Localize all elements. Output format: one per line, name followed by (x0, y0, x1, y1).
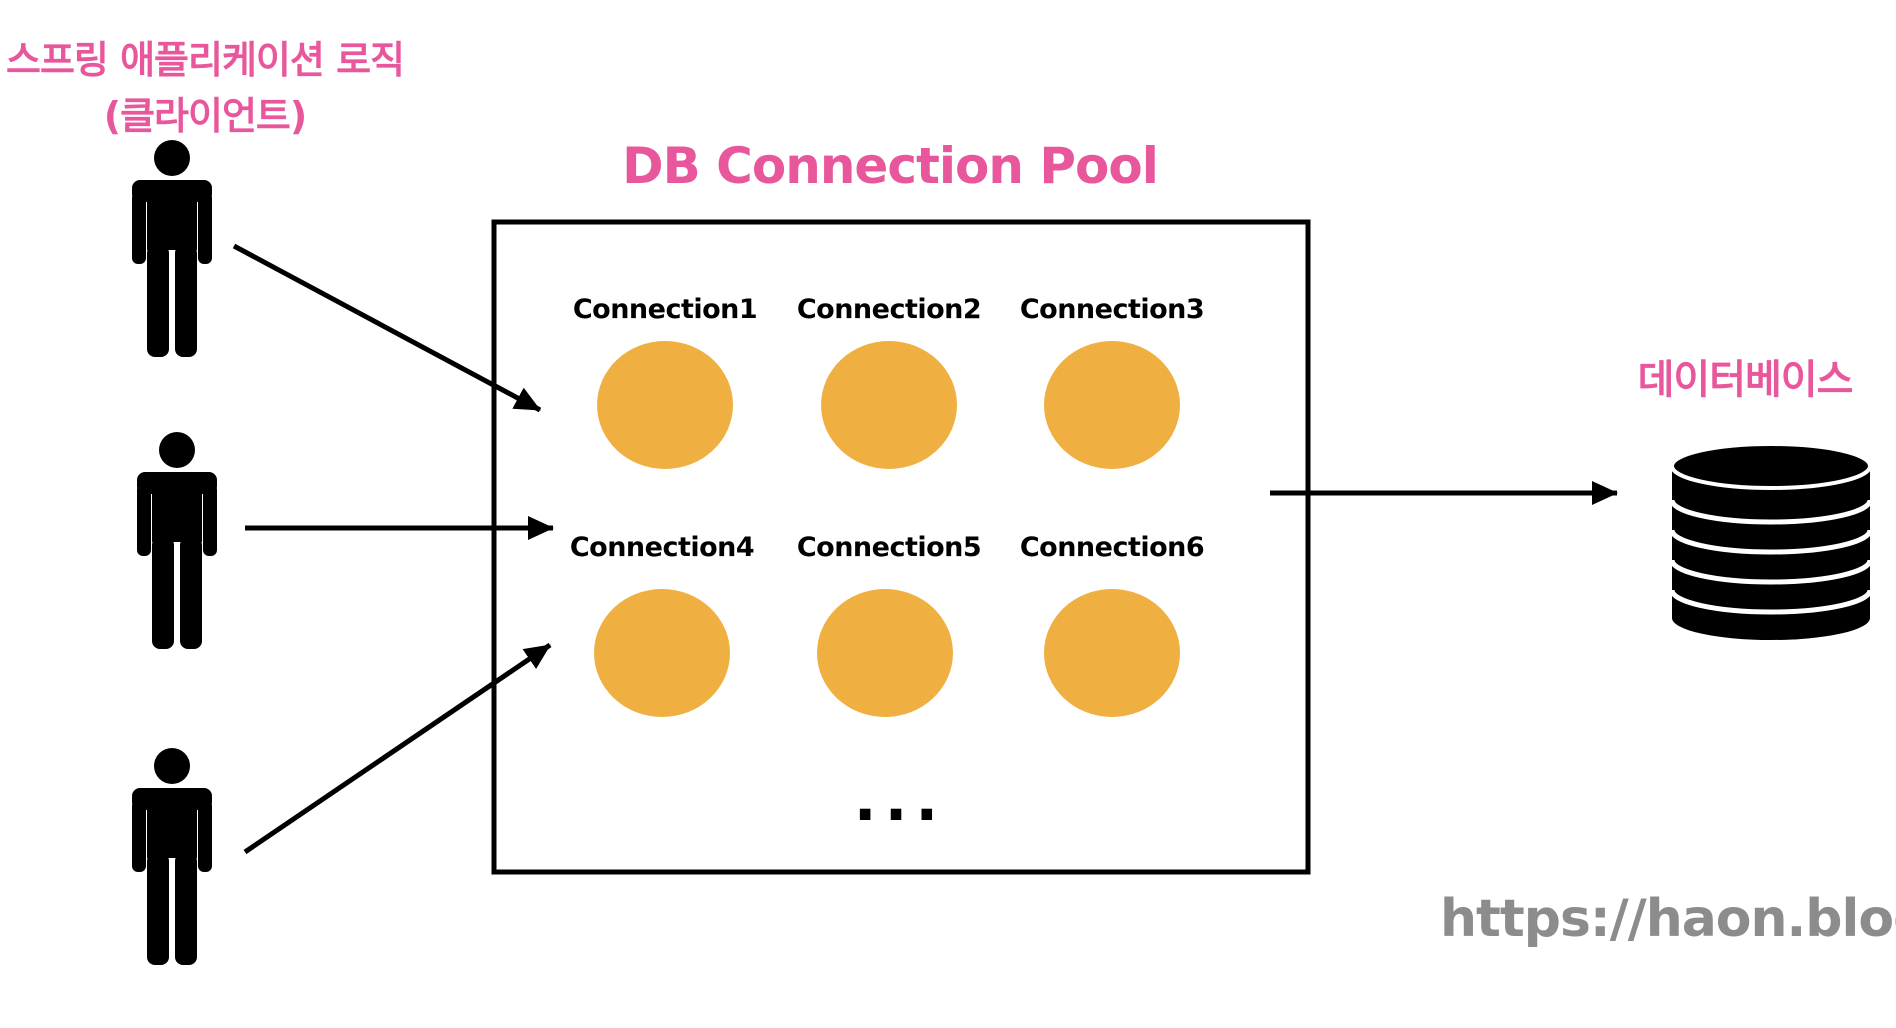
client-1 (132, 140, 212, 357)
connection-3-circle (1044, 341, 1180, 469)
client-title-line-1: 스프링 애플리케이션 로직 (5, 38, 405, 82)
connection-2-circle (821, 341, 957, 469)
watermark: https://haon.blog (1440, 889, 1896, 949)
connection-pool-box (491, 219, 1311, 875)
connection-2-label: Connection2 (796, 294, 982, 325)
connection-6-circle (1044, 589, 1180, 717)
connection-4-label: Connection4 (569, 532, 755, 563)
database-title: 데이터베이스 (1637, 357, 1854, 403)
connection-5-label: Connection5 (796, 532, 982, 563)
database-icon (1669, 442, 1873, 640)
person-icon (132, 748, 212, 965)
connection-4-circle (594, 589, 730, 717)
person-icon (132, 140, 212, 357)
pool-title: DB Connection Pool (622, 137, 1159, 195)
connection-6-label: Connection6 (1019, 532, 1205, 563)
connection-5-circle (817, 589, 953, 717)
connection-1-circle (597, 341, 733, 469)
client-3 (132, 748, 212, 965)
client-2 (137, 432, 217, 649)
client-3-arrow (243, 642, 552, 855)
connection-3-label: Connection3 (1019, 294, 1205, 325)
client-1-arrow (232, 243, 542, 413)
client-title-line-2: (클라이언트) (103, 94, 308, 138)
person-icon (137, 432, 217, 649)
more-connections-ellipsis: ... (853, 765, 947, 835)
client-title: 스프링 애플리케이션 로직 (클라이언트) (0, 32, 410, 144)
connection-1-label: Connection1 (572, 294, 758, 325)
